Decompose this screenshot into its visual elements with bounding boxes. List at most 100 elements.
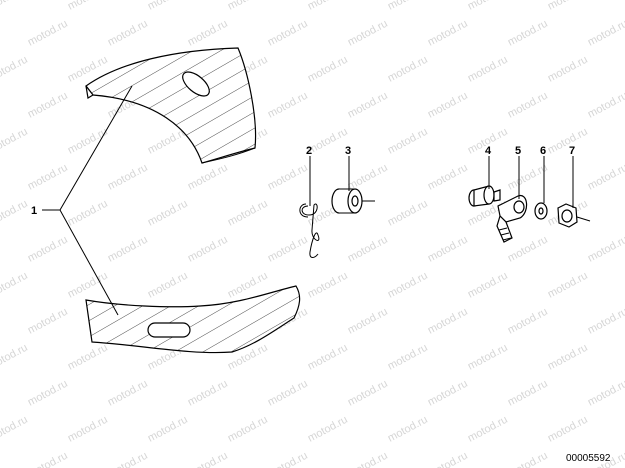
watermark-text: motod.ru — [466, 342, 510, 373]
watermark-text: motod.ru — [0, 126, 30, 157]
watermark-text: motod.ru — [386, 198, 430, 229]
watermark-text: motod.ru — [26, 306, 70, 337]
watermark-text: motod.ru — [306, 270, 350, 301]
watermark-text: motod.ru — [266, 90, 310, 121]
watermark-text: motod.ru — [506, 18, 550, 49]
watermark-text: motod.ru — [106, 450, 150, 468]
watermark-text: motod.ru — [226, 0, 270, 13]
part-5-angle-connector — [496, 194, 528, 243]
watermark-text: motod.ru — [106, 234, 150, 265]
watermark-text: motod.ru — [466, 414, 510, 445]
watermark-text: motod.ru — [466, 270, 510, 301]
watermark-text: motod.ru — [346, 378, 390, 409]
watermark-text: motod.ru — [546, 0, 590, 13]
watermark-text: motod.ru — [586, 234, 625, 265]
watermark-text: motod.ru — [346, 450, 390, 468]
watermark-text: motod.ru — [506, 306, 550, 337]
watermark-text: motod.ru — [186, 18, 230, 49]
watermark-text: motod.ru — [0, 54, 30, 85]
part-1-upper-shell — [85, 47, 257, 164]
part-2-spring-clip — [299, 203, 320, 258]
part-3-grommet — [331, 188, 375, 214]
watermark-text: motod.ru — [506, 450, 550, 468]
leader-lines — [42, 85, 574, 316]
watermark-text: motod.ru — [426, 162, 470, 193]
watermark-text: motod.ru — [186, 162, 230, 193]
watermark-text: motod.ru — [506, 90, 550, 121]
watermark-text: motod.ru — [546, 270, 590, 301]
watermark-text: motod.ru — [66, 0, 110, 13]
watermark-text: motod.ru — [306, 54, 350, 85]
watermark-text: motod.ru — [106, 378, 150, 409]
watermark-text: motod.ru — [146, 198, 190, 229]
watermark-text: motod.ru — [26, 234, 70, 265]
watermark-text: motod.ru — [26, 18, 70, 49]
watermark-text: motod.ru — [306, 342, 350, 373]
callout-7: 7 — [569, 145, 575, 157]
watermark-text: motod.ru — [0, 0, 30, 13]
watermark-text: motod.ru — [426, 234, 470, 265]
drawing-number: 00005592 — [566, 453, 611, 464]
part-7-nut — [557, 203, 591, 228]
watermark-text: motod.ru — [306, 126, 350, 157]
watermark-text: motod.ru — [146, 270, 190, 301]
watermark-text: motod.ru — [386, 54, 430, 85]
watermark-text: motod.ru — [146, 414, 190, 445]
watermark-text: motod.ru — [586, 306, 625, 337]
watermark-text: motod.ru — [226, 198, 270, 229]
watermark-text: motod.ru — [586, 18, 625, 49]
watermark-text: motod.ru — [346, 234, 390, 265]
callout-3: 3 — [345, 145, 351, 157]
watermark-text: motod.ru — [26, 450, 70, 468]
part-1-lower-shell — [85, 285, 301, 354]
watermark-text: motod.ru — [0, 270, 30, 301]
watermark-text: motod.ru — [426, 306, 470, 337]
watermark-text: motod.ru — [146, 0, 190, 13]
watermark-text: motod.ru — [106, 18, 150, 49]
watermark-text: motod.ru — [466, 0, 510, 13]
watermark-text: motod.ru — [26, 162, 70, 193]
watermark-text: motod.ru — [306, 0, 350, 13]
callout-6: 6 — [540, 145, 546, 157]
watermark-text: motod.ru — [386, 342, 430, 373]
watermark-text: motod.ru — [426, 450, 470, 468]
watermark-text: motod.ru — [426, 90, 470, 121]
watermark-text: motod.ru — [586, 90, 625, 121]
callout-2: 2 — [306, 145, 312, 157]
watermark-text: motod.ru — [346, 306, 390, 337]
watermark-text: motod.ru — [186, 378, 230, 409]
watermark-text: motod.ru — [66, 270, 110, 301]
watermark-text: motod.ru — [546, 54, 590, 85]
watermark-text: motod.ru — [266, 18, 310, 49]
watermark-text: motod.ru — [0, 414, 30, 445]
watermark-text: motod.ru — [386, 0, 430, 13]
watermark-text: motod.ru — [586, 162, 625, 193]
watermark-text: motod.ru — [66, 198, 110, 229]
watermark-text: motod.ru — [26, 378, 70, 409]
watermark-text: motod.ru — [546, 414, 590, 445]
watermark-text: motod.ru — [0, 198, 30, 229]
watermark-text: motod.ru — [466, 54, 510, 85]
watermark-text: motod.ru — [386, 414, 430, 445]
watermark-text: motod.ru — [26, 90, 70, 121]
watermark-text: motod.ru — [186, 450, 230, 468]
watermark-text: motod.ru — [346, 162, 390, 193]
watermark-text: motod.ru — [386, 126, 430, 157]
watermark-text: motod.ru — [66, 414, 110, 445]
callout-4: 4 — [485, 145, 492, 157]
watermark-text: motod.ru — [266, 162, 310, 193]
watermark-text: motod.ru — [426, 378, 470, 409]
watermark-text: motod.ru — [346, 18, 390, 49]
watermark-text: motod.ru — [306, 414, 350, 445]
watermark-text: motod.ru — [546, 342, 590, 373]
watermark-text: motod.ru — [546, 126, 590, 157]
watermark-text: motod.ru — [266, 450, 310, 468]
part-6-washer — [534, 202, 548, 220]
watermark-text: motod.ru — [66, 342, 110, 373]
watermark-text: motod.ru — [426, 18, 470, 49]
watermark-text: motod.ru — [506, 378, 550, 409]
watermark-text: motod.ru — [586, 378, 625, 409]
callout-1: 1 — [31, 205, 37, 217]
callout-5: 5 — [515, 145, 521, 157]
